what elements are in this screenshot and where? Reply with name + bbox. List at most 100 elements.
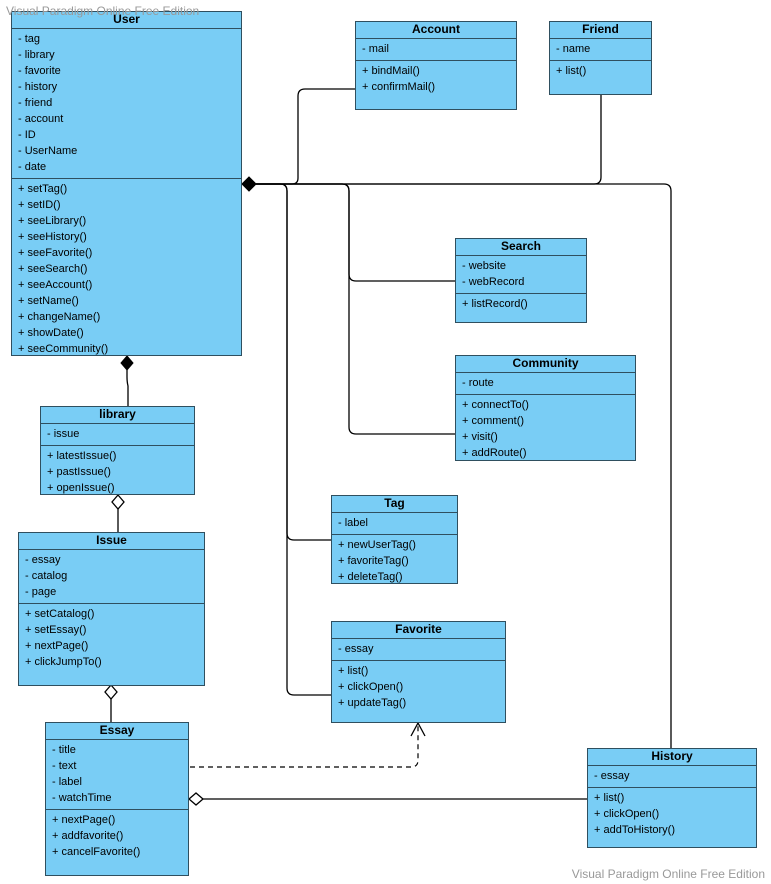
attribute: - label — [52, 776, 82, 788]
operations-compartment: + setCatalog() + setEssay() + nextPage()… — [19, 604, 204, 672]
class-library[interactable]: library - issue + latestIssue() + pastIs… — [40, 406, 195, 495]
attributes-compartment: - mail — [356, 39, 516, 61]
attribute: - essay — [338, 643, 374, 655]
class-history[interactable]: History - essay + list() + clickOpen() +… — [587, 748, 757, 848]
class-search[interactable]: Search - website - webRecord + listRecor… — [455, 238, 587, 323]
attribute: - catalog — [25, 570, 68, 582]
operation: + nextPage() — [25, 640, 89, 652]
attributes-compartment: - essay — [332, 639, 505, 661]
operation: + pastIssue() — [47, 466, 111, 478]
attributes-compartment: - essay — [588, 766, 756, 788]
operation: + changeName() — [18, 311, 101, 323]
attribute: - friend — [18, 97, 53, 109]
user-history-link — [256, 183, 672, 748]
operations-compartment: + list() — [550, 61, 651, 81]
operations-compartment: + setTag() + setID() + seeLibrary() + se… — [12, 179, 241, 359]
attributes-compartment: - route — [456, 373, 635, 395]
history-aggregation-diamond — [188, 792, 204, 806]
attribute: - essay — [594, 770, 630, 782]
issue-aggregation-diamond — [104, 684, 118, 700]
attribute: - ID — [18, 129, 36, 141]
operation: + favoriteTag() — [338, 555, 409, 567]
user-search-link — [256, 183, 456, 282]
class-issue[interactable]: Issue - essay - catalog - page + setCata… — [18, 532, 205, 686]
user-tag-link — [256, 183, 332, 541]
class-title: library — [41, 407, 194, 424]
class-title: History — [588, 749, 756, 766]
operations-compartment: + connectTo() + comment() + visit() + ad… — [456, 395, 635, 463]
attribute: - text — [52, 760, 77, 772]
operation: + seeHistory() — [18, 231, 87, 243]
class-title: Community — [456, 356, 635, 373]
attribute: - favorite — [18, 65, 61, 77]
class-community[interactable]: Community - route + connectTo() + commen… — [455, 355, 636, 461]
class-essay[interactable]: Essay - title - text - label - watchTime… — [45, 722, 189, 876]
attribute: - webRecord — [462, 276, 525, 288]
operation: + seeFavorite() — [18, 247, 93, 259]
operation: + setCatalog() — [25, 608, 95, 620]
operations-compartment: + nextPage() + addfavorite() + cancelFav… — [46, 810, 188, 862]
attributes-compartment: - name — [550, 39, 651, 61]
class-user[interactable]: User - tag - library - favorite - histor… — [11, 11, 242, 356]
operation: + seeCommunity() — [18, 343, 109, 355]
operation: + clickJumpTo() — [25, 656, 102, 668]
operation: + setEssay() — [25, 624, 87, 636]
operation: + clickOpen() — [594, 808, 660, 820]
library-composition-diamond — [120, 355, 134, 371]
user-community-link — [256, 183, 456, 435]
attributes-compartment: - website - webRecord — [456, 256, 586, 294]
attribute: - route — [462, 377, 494, 389]
operation: + list() — [556, 65, 587, 77]
library-aggregation-diamond — [111, 494, 125, 510]
class-title: Tag — [332, 496, 457, 513]
attribute: - label — [338, 517, 368, 529]
user-favorite-link — [256, 183, 332, 696]
attribute: - account — [18, 113, 64, 125]
attribute: - issue — [47, 428, 80, 440]
operation: + showDate() — [18, 327, 84, 339]
class-account[interactable]: Account - mail + bindMail() + confirmMai… — [355, 21, 517, 110]
watermark-top: Visual Paradigm Online Free Edition — [6, 4, 200, 18]
essay-favorite-dependency — [190, 723, 419, 768]
class-tag[interactable]: Tag - label + newUserTag() + favoriteTag… — [331, 495, 458, 584]
attribute: - page — [25, 586, 57, 598]
attribute: - mail — [362, 43, 389, 55]
operation: + clickOpen() — [338, 681, 404, 693]
attributes-compartment: - essay - catalog - page — [19, 550, 204, 604]
class-title: Essay — [46, 723, 188, 740]
user-account-link — [256, 88, 356, 185]
operation: + cancelFavorite() — [52, 846, 141, 858]
attributes-compartment: - title - text - label - watchTime — [46, 740, 188, 810]
class-favorite[interactable]: Favorite - essay + list() + clickOpen() … — [331, 621, 506, 723]
operations-compartment: + listRecord() — [456, 294, 586, 314]
operation: + nextPage() — [52, 814, 116, 826]
attributes-compartment: - issue — [41, 424, 194, 446]
operations-compartment: + bindMail() + confirmMail() — [356, 61, 516, 97]
user-library-link — [126, 370, 129, 407]
dependency-arrowhead — [410, 721, 426, 737]
operations-compartment: + list() + clickOpen() + addToHistory() — [588, 788, 756, 840]
attribute: - UserName — [18, 145, 78, 157]
operation: + openIssue() — [47, 482, 115, 494]
operation: + seeLibrary() — [18, 215, 87, 227]
operation: + list() — [338, 665, 369, 677]
attribute: - tag — [18, 33, 41, 45]
attributes-compartment: - label — [332, 513, 457, 535]
operation: + addfavorite() — [52, 830, 124, 842]
operation: + setID() — [18, 199, 61, 211]
operation: + setName() — [18, 295, 79, 307]
operation: + setTag() — [18, 183, 68, 195]
operation: + latestIssue() — [47, 450, 117, 462]
attribute: - essay — [25, 554, 61, 566]
attribute: - name — [556, 43, 591, 55]
operation: + confirmMail() — [362, 81, 436, 93]
class-title: Issue — [19, 533, 204, 550]
class-title: Search — [456, 239, 586, 256]
operation: + bindMail() — [362, 65, 420, 77]
class-title: Favorite — [332, 622, 505, 639]
class-friend[interactable]: Friend - name + list() — [549, 21, 652, 95]
operation: + connectTo() — [462, 399, 529, 411]
attributes-compartment: - tag - library - favorite - history - f… — [12, 29, 241, 179]
operation: + comment() — [462, 415, 525, 427]
operations-compartment: + list() + clickOpen() + updateTag() — [332, 661, 505, 713]
